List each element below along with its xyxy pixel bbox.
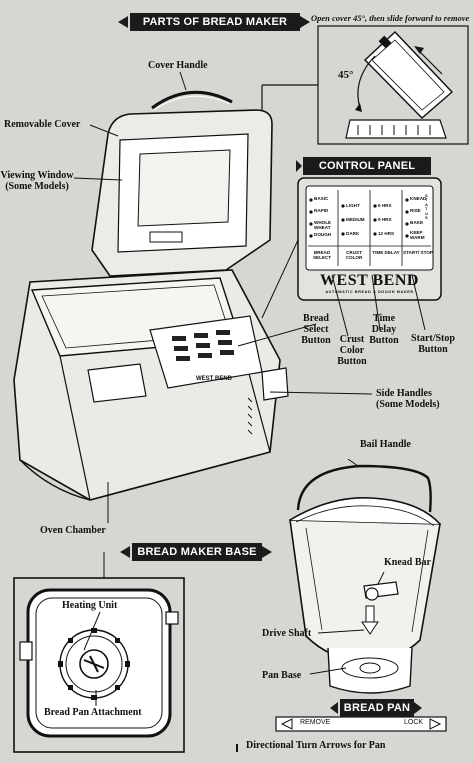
strip-remove-text: REMOVE: [300, 719, 331, 726]
leader-lines-pan: [309, 458, 385, 675]
label-viewing-window: Viewing Window (Some Models): [0, 170, 74, 192]
label-heating-unit: Heating Unit: [62, 600, 118, 611]
control-panel-text: BASIC RAPID WHOLE WHEAT DOUGH LIGHT MEDI…: [306, 190, 434, 270]
opt-6hrs: 6 HRS: [378, 203, 392, 208]
opt-bake: BAKE: [410, 220, 424, 225]
directional-turn-strip: [275, 716, 447, 732]
label-side-handles: Side Handles (Some Models): [376, 388, 440, 410]
banner-arrow-left: [118, 16, 128, 28]
opt-whole-wheat: WHOLE WHEAT: [314, 220, 332, 230]
label-start-stop-button: Start/Stop Button: [404, 333, 462, 355]
label-crust-color-line3: Button: [337, 356, 367, 367]
label-bail-handle: Bail Handle: [360, 439, 411, 450]
label-bread-select-line2: Select: [303, 324, 329, 335]
label-time-delay-button: Time Delay Button: [364, 313, 404, 346]
cover-removal-illustration: [317, 25, 469, 145]
bread-maker-base-illustration: [13, 577, 185, 753]
label-directional-turn-arrows: Directional Turn Arrows for Pan: [246, 740, 386, 751]
label-time-delay-line1: Time: [372, 313, 396, 324]
opt-rapid: RAPID: [314, 208, 329, 213]
btn-crust-color: CRUST COLOR: [345, 250, 363, 260]
label-time-delay-line2: Delay: [371, 324, 397, 335]
leader-lines-top: [73, 71, 426, 523]
label-bread-pan-attachment: Bread Pan Attachment: [44, 707, 142, 718]
label-knead-bar: Knead Bar: [384, 557, 431, 568]
banner-bread-pan: BREAD PAN: [340, 699, 414, 717]
opt-basic: BASIC: [314, 196, 329, 201]
label-time-delay-line3: Button: [369, 335, 399, 346]
strip-lock-text: LOCK: [404, 719, 424, 726]
label-cover-handle: Cover Handle: [148, 60, 208, 71]
label-side-handles-line1: Side Handles: [376, 388, 432, 399]
banner-bread-maker-base: BREAD MAKER BASE: [132, 543, 262, 561]
btn-start-stop: START/ STOP: [403, 250, 433, 255]
status-vertical-label: STATUS: [425, 193, 428, 221]
label-crust-color-line1: Crust: [339, 334, 365, 345]
label-pan-base: Pan Base: [262, 670, 302, 681]
label-bread-select-line1: Bread: [303, 313, 329, 324]
opt-keep-warm: KEEP WARM: [410, 230, 425, 240]
label-drive-shaft: Drive Shaft: [262, 628, 312, 639]
label-crust-color-line2: Color: [339, 345, 365, 356]
banner-arrow-right: [300, 16, 310, 28]
opt-9hrs: 9 HRS: [378, 217, 392, 222]
btn-time-delay: TIME DELAY: [372, 250, 400, 255]
label-viewing-window-line1: Viewing Window: [0, 170, 74, 181]
bread-pan-illustration: [289, 464, 441, 694]
label-start-stop-line2: Button: [418, 344, 448, 355]
label-start-stop-line1: Start/Stop: [411, 333, 455, 344]
svg-text:WEST BEND: WEST BEND: [196, 376, 233, 382]
open-cover-note: Open cover 45°, then slide forward to re…: [311, 13, 470, 23]
control-panel-inset: [261, 160, 442, 319]
opt-dough: DOUGH: [314, 232, 332, 237]
opt-dark: DARK: [346, 231, 360, 236]
opt-knead: KNEAD: [410, 196, 427, 201]
opt-12hrs: 12 HRS: [378, 231, 395, 236]
label-crust-color-button: Crust Color Button: [332, 334, 372, 367]
control-panel-brand-sub: AUTOMATIC BREAD & DOUGH MAKER: [325, 290, 414, 294]
opt-rise: RISE: [410, 208, 421, 213]
label-viewing-window-line2: (Some Models): [5, 181, 69, 192]
bread-maker-body: WEST BEND: [13, 90, 289, 501]
label-oven-chamber: Oven Chamber: [40, 525, 106, 536]
opt-medium: MEDIUM: [346, 217, 365, 222]
label-removable-cover: Removable Cover: [4, 119, 81, 130]
banner-parts-of-bread-maker: PARTS OF BREAD MAKER: [130, 13, 300, 31]
control-panel-brand: WEST BEND: [320, 272, 419, 289]
label-side-handles-line2: (Some Models): [376, 399, 440, 410]
opt-light: LIGHT: [346, 203, 360, 208]
angle-45-label: 45°: [338, 69, 354, 81]
label-bread-select-button: Bread Select Button: [294, 313, 338, 346]
label-bread-select-line3: Button: [301, 335, 331, 346]
btn-bread-select: BREAD SELECT: [312, 250, 332, 260]
banner-control-panel: CONTROL PANEL: [303, 157, 431, 175]
